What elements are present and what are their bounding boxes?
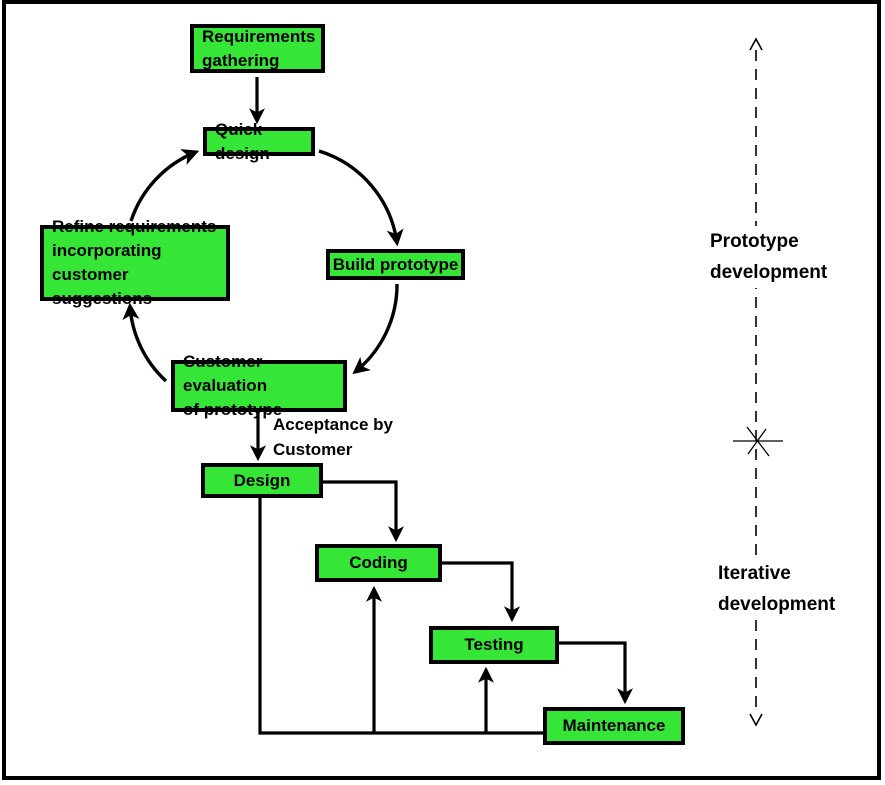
arc-refine-to-quickdesign — [129, 149, 200, 222]
feedback-rail — [258, 498, 543, 735]
arrow-testing-to-maintenance — [559, 641, 633, 705]
box-coding: Coding — [315, 544, 442, 582]
arc-customereval-to-refine — [122, 302, 168, 383]
arrow-up-icon — [749, 37, 763, 51]
arrow-down-icon — [749, 713, 763, 727]
phase-break-marker — [733, 426, 783, 457]
box-refine-requirements: Refine requirements incorporating custom… — [40, 217, 230, 308]
box-maintenance: Maintenance — [543, 707, 685, 745]
arrow-coding-to-testing — [442, 561, 520, 623]
arc-quickdesign-to-buildprototype — [318, 149, 404, 247]
box-customer-evaluation: Customer evaluation of prototype — [171, 352, 347, 419]
label-prototype-development: Prototype development — [710, 226, 831, 288]
box-quick-design: Quick design — [203, 120, 315, 163]
box-design: Design — [201, 463, 323, 498]
label-iterative-development: Iterative development — [718, 558, 839, 620]
arrow-design-to-coding — [323, 480, 404, 543]
box-testing: Testing — [429, 626, 559, 664]
label-acceptance-by-customer: Acceptance by Customer — [273, 415, 393, 459]
box-build-prototype: Build prototype — [326, 249, 465, 280]
arc-buildprototype-to-customereval — [352, 283, 399, 375]
box-requirements-gathering: Requirements gathering — [190, 24, 325, 73]
